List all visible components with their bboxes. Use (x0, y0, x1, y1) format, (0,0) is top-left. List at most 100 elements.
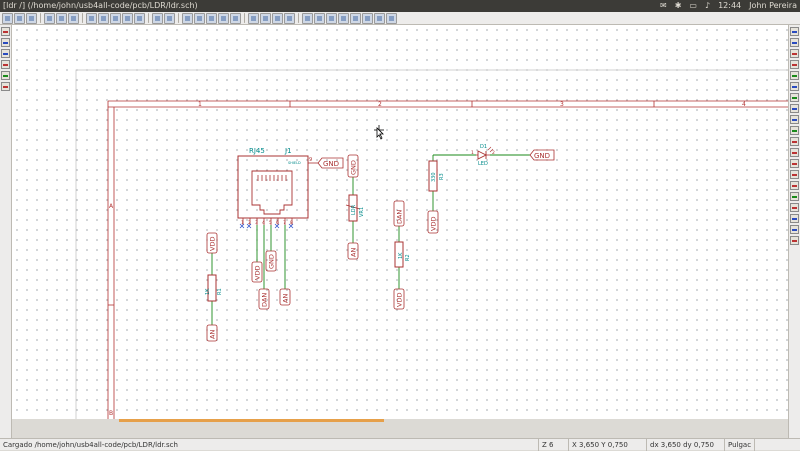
r3-value: 330 (431, 172, 437, 182)
no-connect-icon[interactable] (790, 115, 799, 124)
cut-icon[interactable] (86, 12, 97, 24)
copy-icon[interactable] (98, 12, 109, 24)
resistor-r2[interactable]: 1K R2 (394, 241, 411, 268)
delete-icon[interactable] (790, 236, 799, 245)
wire-entry-icon[interactable] (790, 93, 799, 102)
find-replace-icon[interactable] (164, 12, 175, 24)
netlist-icon[interactable] (182, 12, 193, 24)
bus-entry-icon[interactable] (790, 104, 799, 113)
highlight-net-icon[interactable] (790, 38, 799, 47)
resistor-r1[interactable]: 1K R1 (205, 274, 223, 302)
j1-body (237, 155, 309, 219)
hidden-pins-icon[interactable] (1, 71, 10, 80)
open-icon[interactable] (14, 12, 25, 24)
units-mm-icon[interactable] (1, 49, 10, 58)
libedit-icon[interactable] (326, 12, 337, 24)
clock[interactable]: 12:44 (718, 1, 742, 10)
zoom-level: Z 6 (542, 441, 554, 449)
schematic-drawing: 1 2 3 4 A B RJ45 J1 SHIELD 9 (75, 69, 788, 419)
add-text-icon[interactable] (790, 214, 799, 223)
pcbnew-icon[interactable] (374, 12, 385, 24)
vertical-net-label[interactable]: AN (206, 324, 218, 342)
zoom-out-icon[interactable] (260, 12, 271, 24)
bom-icon[interactable] (230, 12, 241, 24)
net-label-gnd-led[interactable]: GND (529, 149, 555, 161)
vertical-net-label[interactable]: VDD (206, 232, 218, 254)
add-power-icon[interactable] (790, 60, 799, 69)
hier-sheet-icon[interactable] (790, 170, 799, 179)
sheet-coordinates: 1 2 3 4 A B (109, 101, 746, 417)
vertical-net-label[interactable]: GND (265, 250, 277, 272)
mail-icon[interactable]: ✉ (660, 1, 667, 10)
resistor-r3[interactable]: 330 R3 (428, 160, 445, 192)
library-browser-icon[interactable] (68, 12, 79, 24)
vertical-net-label[interactable]: DAN (393, 200, 405, 227)
new-sheet-icon[interactable] (2, 12, 13, 24)
vertical-net-label[interactable]: AN (347, 242, 359, 260)
cvpcb-icon[interactable] (218, 12, 229, 24)
j1-shield-text: SHIELD (288, 161, 301, 165)
svg-text:4: 4 (262, 220, 265, 226)
global-label-icon[interactable] (790, 148, 799, 157)
relative-coordinates: dx 3,650 dy 0,750 (650, 441, 714, 449)
erc-icon[interactable] (206, 12, 217, 24)
j1-pins (242, 218, 293, 225)
svg-text:3: 3 (255, 220, 258, 226)
vertical-net-label[interactable]: VDD (251, 261, 263, 283)
connector-j1[interactable]: RJ45 J1 SHIELD 9 1 2 3 4 5 6 7 8 (237, 147, 318, 229)
vertical-net-label[interactable]: VDD (393, 288, 405, 310)
horizontal-scrollbar[interactable] (12, 419, 788, 438)
graphic-line-icon[interactable] (790, 203, 799, 212)
scrollbar-thumb[interactable] (119, 419, 384, 422)
redo-icon[interactable] (134, 12, 145, 24)
zoom-fit-icon[interactable] (284, 12, 295, 24)
junction-icon[interactable] (790, 126, 799, 135)
vertical-net-label[interactable]: VDD (427, 210, 439, 234)
vertical-net-label[interactable]: AN (279, 288, 291, 306)
zoom-redraw-icon[interactable] (272, 12, 283, 24)
r2-value: 1K (398, 252, 404, 259)
add-bus-icon[interactable] (790, 82, 799, 91)
add-sheet-pin-icon[interactable] (790, 192, 799, 201)
battery-icon[interactable]: ▭ (689, 1, 697, 10)
save-icon[interactable] (26, 12, 37, 24)
status-divider (646, 439, 647, 451)
schematic-canvas[interactable]: 1 2 3 4 A B RJ45 J1 SHIELD 9 (12, 25, 788, 419)
undo-icon[interactable] (122, 12, 133, 24)
import-sheet-pin-icon[interactable] (790, 181, 799, 190)
page-settings-icon[interactable] (44, 12, 55, 24)
paste-icon[interactable] (110, 12, 121, 24)
annotate-auto-icon[interactable] (350, 12, 361, 24)
d1-reference: D1 (480, 144, 487, 150)
net-label-icon[interactable] (790, 137, 799, 146)
add-wire-icon[interactable] (790, 71, 799, 80)
add-image-icon[interactable] (790, 225, 799, 234)
select-icon[interactable] (790, 27, 799, 36)
volume-icon[interactable]: ♪ (704, 1, 711, 10)
bom-export-icon[interactable] (386, 12, 397, 24)
options-toolbar (0, 25, 12, 438)
cursor-shape-icon[interactable] (1, 60, 10, 69)
annotate-icon[interactable] (194, 12, 205, 24)
library-icon[interactable] (56, 12, 67, 24)
find-icon[interactable] (152, 12, 163, 24)
grid-toggle-icon[interactable] (1, 27, 10, 36)
bluetooth-icon[interactable]: ✱ (674, 1, 682, 10)
no-connect-flags (239, 223, 294, 229)
add-component-icon[interactable] (790, 49, 799, 58)
hier-label-icon[interactable] (790, 159, 799, 168)
zoom-in-icon[interactable] (248, 12, 259, 24)
erc-check-icon[interactable] (362, 12, 373, 24)
user-name[interactable]: John Pereira (749, 1, 797, 10)
led-d1[interactable]: D1 LED 1 2 (471, 144, 495, 167)
hierarchy-icon[interactable] (302, 12, 313, 24)
bus-wire-angle-icon[interactable] (1, 82, 10, 91)
status-divider (724, 439, 725, 451)
net-label-gnd-j1[interactable]: GND (317, 157, 344, 169)
ldr-vr1[interactable]: LDR VR1 (345, 194, 365, 222)
leave-sheet-icon[interactable] (314, 12, 325, 24)
units-inch-icon[interactable] (1, 38, 10, 47)
vertical-net-label[interactable]: DAN (258, 288, 270, 310)
lib-view-icon[interactable] (338, 12, 349, 24)
vertical-net-label[interactable]: GND (347, 154, 359, 178)
